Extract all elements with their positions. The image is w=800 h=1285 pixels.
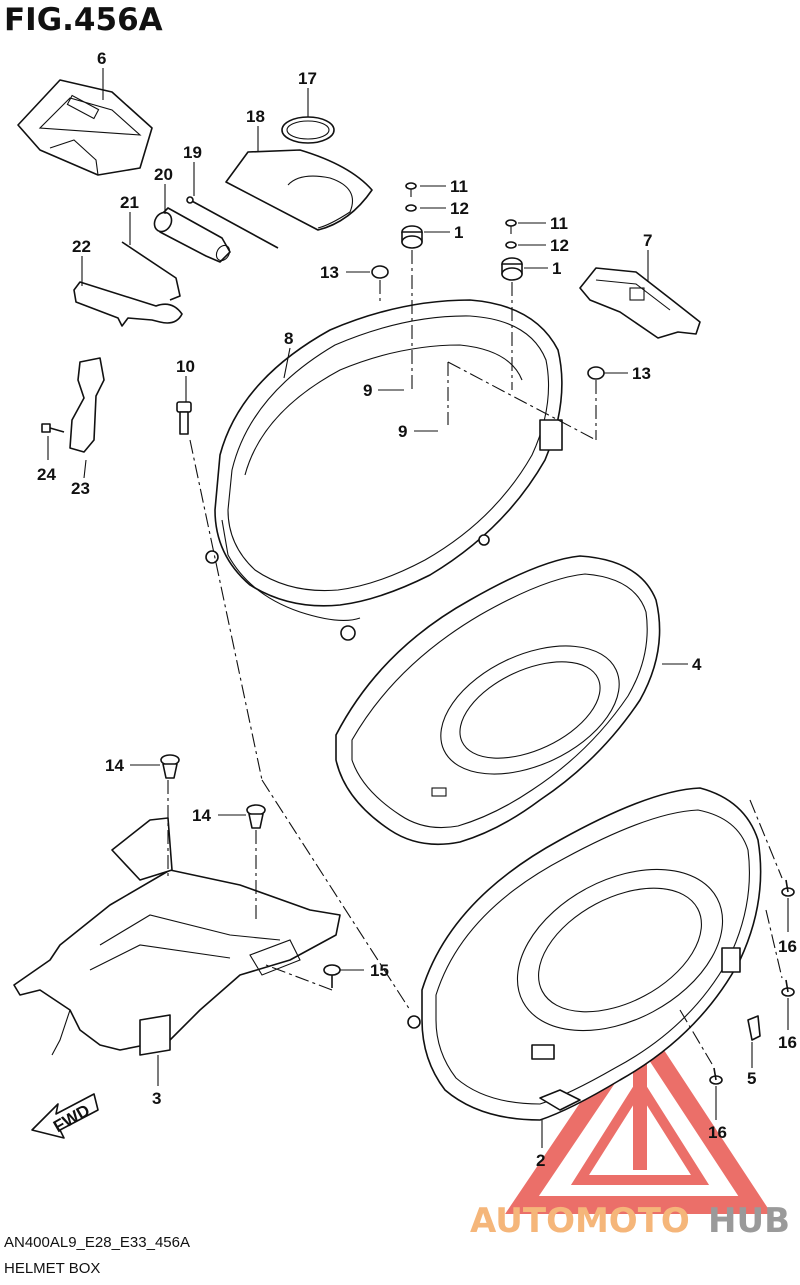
figure-title: FIG.456A (4, 2, 163, 38)
callout-12b: 12 (550, 236, 569, 255)
part-20-plug-wrench (153, 207, 231, 263)
part-17-o-ring (281, 116, 335, 144)
watermark-text-hub: HUB (708, 1201, 790, 1241)
part-7-latch-bracket (579, 267, 701, 339)
callout-14b: 14 (192, 806, 211, 825)
callout-20: 20 (154, 165, 173, 184)
callout-3: 3 (152, 1089, 161, 1108)
part-11-screw-b (505, 219, 517, 234)
part-13-cap-b (587, 366, 605, 380)
part-14-clip-a (160, 754, 180, 779)
part-12-washer-a (405, 204, 417, 212)
part-2-lower-box (407, 787, 762, 1121)
part-16-screw-c (709, 1067, 723, 1085)
callout-7: 7 (643, 231, 652, 250)
callout-23: 23 (71, 479, 90, 498)
callout-15: 15 (370, 961, 389, 980)
callout-14a: 14 (105, 756, 124, 775)
part-13-cap-a (371, 265, 389, 279)
part-3-under-cover (13, 817, 341, 1056)
part-15-screw (323, 964, 341, 988)
callout-6: 6 (97, 49, 106, 68)
figure-description: HELMET BOX (4, 1260, 101, 1277)
part-4-inner-liner (335, 555, 661, 846)
part-6-tool-bag (17, 79, 153, 176)
callout-13a: 13 (320, 263, 339, 282)
callout-9a: 9 (363, 381, 372, 400)
callout-10: 10 (176, 357, 195, 376)
part-5-clip (747, 1015, 761, 1041)
callout-9b: 9 (398, 422, 407, 441)
fwd-arrow-icon: FWD (31, 1093, 99, 1139)
part-10-bolt (176, 401, 192, 435)
callout-11b: 11 (550, 214, 568, 233)
part-16-screw-a (781, 879, 795, 897)
callout-13b: 13 (632, 364, 651, 383)
part-18-cover (225, 149, 373, 231)
callout-24: 24 (37, 465, 56, 484)
part-1-grommet-a (401, 225, 423, 249)
part-14-clip-b (246, 804, 266, 829)
part-19-rod (186, 196, 279, 249)
callout-17: 17 (298, 69, 317, 88)
part-22-spanner (73, 281, 183, 327)
part-23-bracket (69, 357, 105, 453)
callout-19: 19 (183, 143, 202, 162)
callout-16b: 16 (778, 1033, 797, 1052)
callout-22: 22 (72, 237, 91, 256)
callout-4: 4 (692, 655, 702, 674)
callout-5: 5 (747, 1069, 756, 1088)
callout-1b: 1 (552, 259, 561, 278)
callout-16a: 16 (778, 937, 797, 956)
callout-12a: 12 (450, 199, 469, 218)
part-12-washer-b (505, 241, 517, 249)
part-1-grommet-b (501, 257, 523, 281)
callout-1a: 1 (454, 223, 463, 242)
part-16-screw-b (781, 979, 795, 997)
callout-8: 8 (284, 329, 293, 348)
part-24-bolt (41, 423, 65, 433)
callout-18: 18 (246, 107, 265, 126)
callout-11a: 11 (450, 177, 468, 196)
figure-code: AN400AL9_E28_E33_456A (4, 1234, 190, 1251)
callout-2: 2 (536, 1151, 545, 1170)
part-11-screw-a (405, 182, 417, 197)
callout-21: 21 (120, 193, 139, 212)
watermark-text-automoto: AUTOMOTO (470, 1201, 690, 1241)
part-21-hex-key (121, 241, 181, 301)
callout-16c: 16 (708, 1123, 727, 1142)
